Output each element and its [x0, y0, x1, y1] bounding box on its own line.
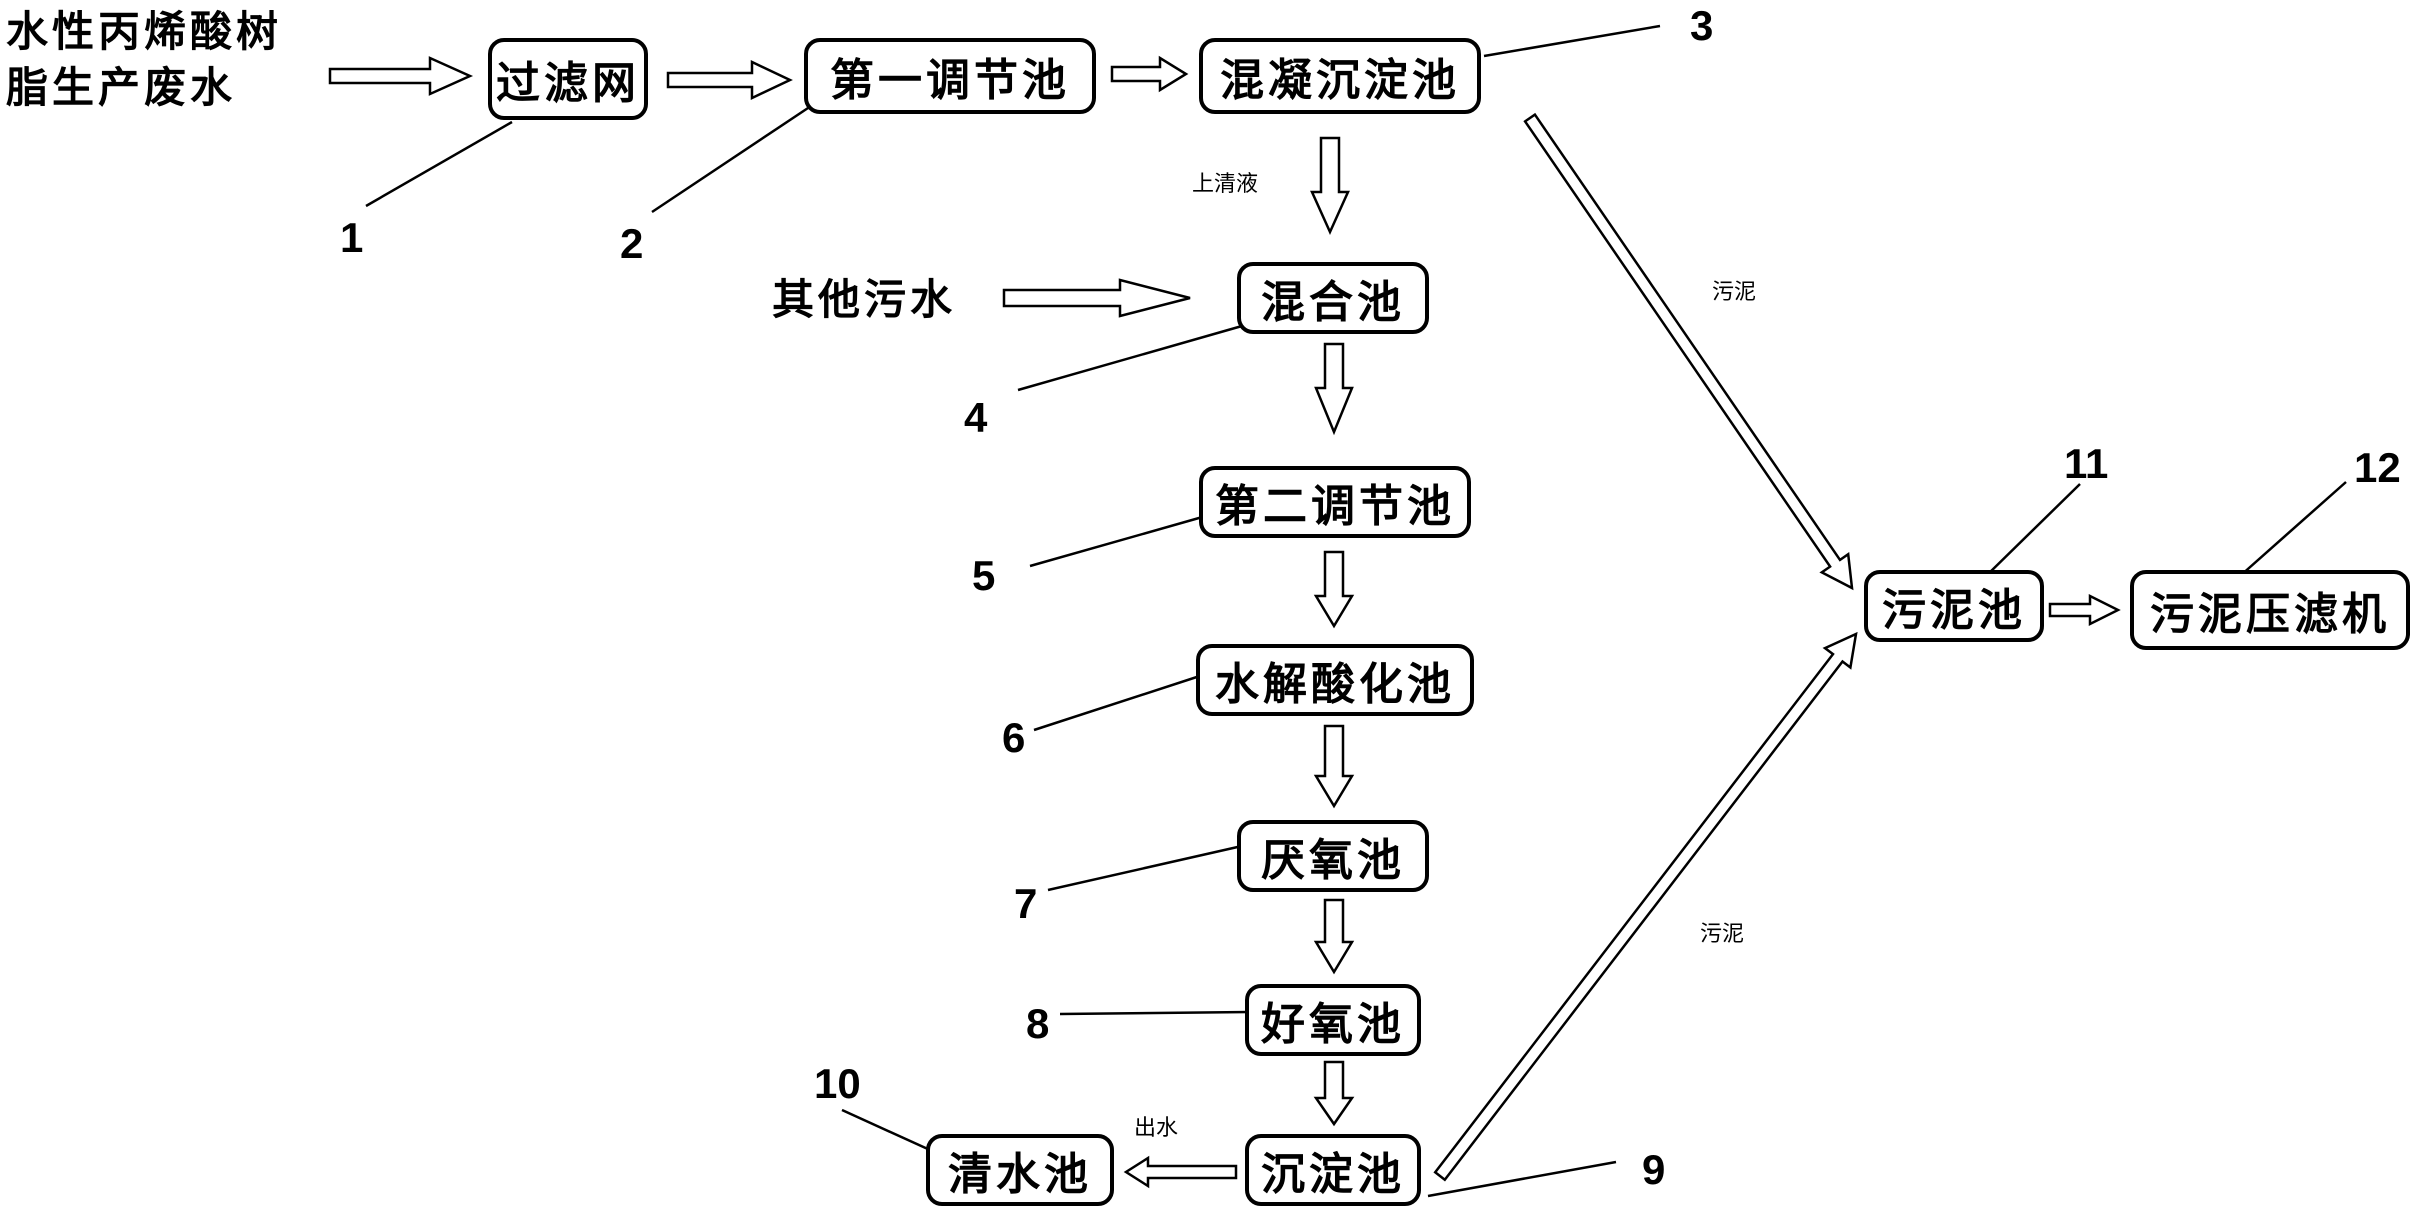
second-equalization-tank-box: 第二调节池: [1199, 466, 1471, 538]
arrow-sediment-sludge-to-sludgepool: [1433, 631, 1858, 1182]
leader-9: [1427, 1160, 1617, 1198]
arrow-sediment-to-clear: [1123, 1155, 1238, 1189]
leader-5: [1029, 514, 1207, 568]
sludge-label-lower: 污泥: [1700, 922, 1745, 947]
ref-number-3: 3: [1690, 2, 1714, 49]
leader-4: [1017, 324, 1243, 392]
arrow-mix-to-adjust2: [1314, 342, 1354, 436]
leader-2: [651, 106, 809, 214]
filter-screen-box: 过滤网: [488, 38, 648, 120]
ref-number-1: 1: [340, 214, 364, 261]
leader-6: [1033, 672, 1207, 732]
source-label: 水性丙烯酸树 脂生产废水: [6, 4, 282, 116]
ref-number-4: 4: [964, 394, 988, 441]
ref-number-12: 12: [2354, 444, 2401, 491]
first-equalization-tank-box: 第一调节池: [804, 38, 1096, 114]
aerobic-tank-box: 好氧池: [1245, 984, 1421, 1056]
arrow-sludgepool-to-press: [2048, 593, 2121, 627]
ref-number-10: 10: [814, 1060, 861, 1107]
ref-number-8: 8: [1026, 1000, 1050, 1047]
arrow-coag-sludge-to-sludgepool: [1523, 112, 1854, 591]
leader-7: [1047, 844, 1243, 892]
arrow-aerobic-to-sediment: [1313, 1060, 1355, 1127]
arrow-adjust1-to-coag: [1110, 55, 1189, 93]
arrow-adjust2-to-hydro: [1313, 550, 1355, 629]
arrow-filter-to-adjust1: [666, 60, 793, 100]
arrow-coag-to-mix: [1310, 136, 1350, 236]
source-label-line2: 脂生产废水: [6, 63, 237, 112]
ref-number-2: 2: [620, 220, 644, 267]
ref-number-9: 9: [1642, 1146, 1666, 1193]
leader-10: [841, 1108, 931, 1152]
leader-8: [1059, 1010, 1251, 1016]
source-label-line1: 水性丙烯酸树: [6, 7, 283, 56]
effluent-label: 出水: [1134, 1116, 1179, 1141]
coagulation-sedimentation-tank-box: 混凝沉淀池: [1199, 38, 1481, 114]
clear-water-tank-box: 清水池: [926, 1134, 1114, 1206]
leader-3: [1483, 24, 1661, 58]
leader-11: [1983, 483, 2081, 579]
sedimentation-tank-box: 沉淀池: [1245, 1134, 1421, 1206]
arrow-anaerobic-to-aerobic: [1313, 898, 1355, 975]
anaerobic-tank-box: 厌氧池: [1237, 820, 1429, 892]
other-wastewater-label: 其他污水: [772, 275, 957, 324]
sludge-tank-box: 污泥池: [1864, 570, 2044, 642]
leader-12: [2239, 481, 2347, 577]
sludge-label-upper: 污泥: [1712, 280, 1757, 305]
ref-number-11: 11: [2064, 440, 2109, 487]
arrow-hydro-to-anaerobic: [1313, 724, 1355, 809]
leader-1: [365, 120, 513, 208]
arrow-other-to-mix: [1002, 278, 1191, 318]
supernatant-label: 上清液: [1192, 172, 1259, 197]
ref-number-7: 7: [1014, 880, 1038, 927]
hydrolysis-acidification-tank-box: 水解酸化池: [1196, 644, 1474, 716]
arrow-source-to-filter: [328, 56, 474, 96]
ref-number-5: 5: [972, 552, 996, 599]
mixing-tank-box: 混合池: [1237, 262, 1429, 334]
ref-number-6: 6: [1002, 714, 1026, 761]
sludge-filter-press-box: 污泥压滤机: [2130, 570, 2410, 650]
